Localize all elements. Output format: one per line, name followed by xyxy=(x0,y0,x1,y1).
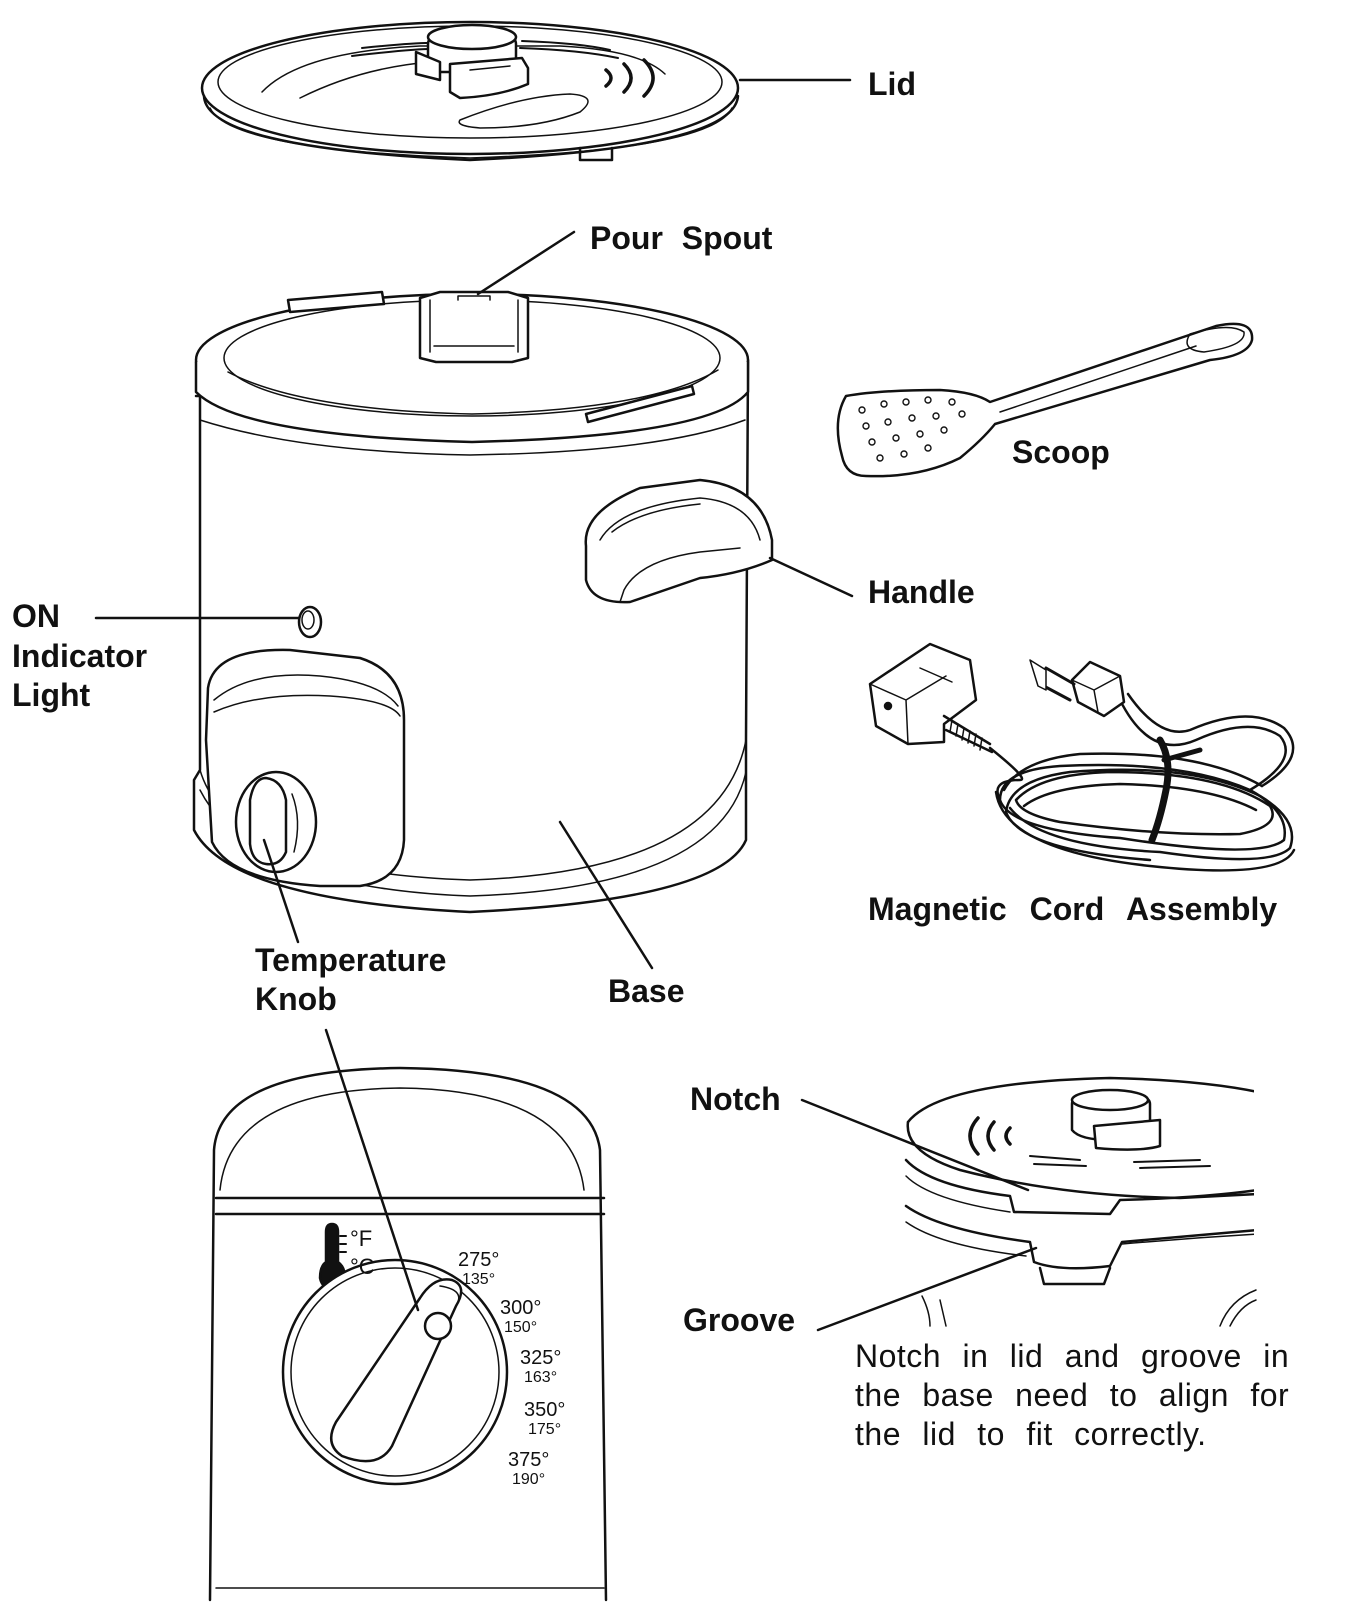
label-magnetic-cord: Magnetic Cord Assembly xyxy=(868,891,1278,927)
dial-unit-f: °F xyxy=(350,1226,372,1251)
alignment-note-line3: the lid to fit correctly. xyxy=(855,1416,1207,1452)
temperature-dial-illustration xyxy=(210,1030,606,1600)
dial-unit-c: °C xyxy=(350,1254,375,1279)
label-notch: Notch xyxy=(690,1081,781,1117)
label-scoop: Scoop xyxy=(1012,434,1110,470)
dial-mark-c: 190° xyxy=(512,1471,545,1488)
dial-mark-c: 163° xyxy=(524,1369,557,1386)
dial-mark-f: 350° xyxy=(524,1399,565,1421)
label-temperature-knob-line1: Temperature xyxy=(255,942,447,978)
alignment-note-line2: the base need to align for xyxy=(855,1377,1290,1413)
label-base: Base xyxy=(608,973,685,1009)
notch-groove-illustration xyxy=(802,1078,1258,1330)
label-groove: Groove xyxy=(683,1302,796,1338)
alignment-note-line1: Notch in lid and groove in xyxy=(855,1338,1290,1374)
label-handle: Handle xyxy=(868,574,975,610)
base-illustration xyxy=(96,232,852,968)
label-on-indicator-line2: Indicator xyxy=(12,638,148,674)
dial-mark-c: 175° xyxy=(528,1421,561,1438)
label-lid: Lid xyxy=(868,66,916,102)
label-temperature-knob-line2: Knob xyxy=(255,981,337,1017)
cord-illustration xyxy=(870,644,1294,870)
dial-mark-f: 300° xyxy=(500,1297,541,1319)
dial-scale: °F °C 275° 135° 300° 150° 325° 163° 350°… xyxy=(350,1226,565,1488)
scoop-illustration xyxy=(838,324,1252,476)
label-on-indicator-line1: ON xyxy=(12,598,60,634)
dial-mark-f: 325° xyxy=(520,1347,561,1369)
dial-mark-f: 275° xyxy=(458,1249,499,1271)
lid-illustration xyxy=(202,22,850,160)
dial-mark-c: 135° xyxy=(462,1271,495,1288)
dial-mark-f: 375° xyxy=(508,1449,549,1471)
label-pour-spout: Pour Spout xyxy=(590,220,773,256)
label-on-indicator-line3: Light xyxy=(12,677,91,713)
dial-mark-c: 150° xyxy=(504,1319,537,1336)
